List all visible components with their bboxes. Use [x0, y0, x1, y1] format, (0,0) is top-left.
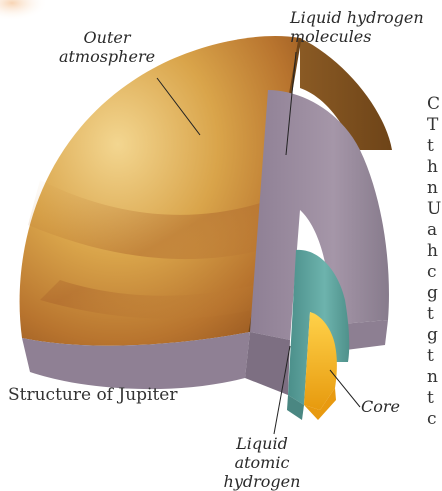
liquid-hydrogen-molecules-label: Liquid hydrogen molecules	[290, 8, 424, 46]
liquid-atomic-hydrogen-label: Liquid atomic hydrogen	[198, 434, 326, 491]
side-text-fragment: C T t h n U a h c g t g t n t c	[427, 94, 442, 430]
core-label: Core	[361, 397, 400, 416]
figure-caption: Structure of Jupiter	[8, 385, 177, 405]
outer-atmosphere-label: Outer atmosphere	[52, 28, 162, 66]
